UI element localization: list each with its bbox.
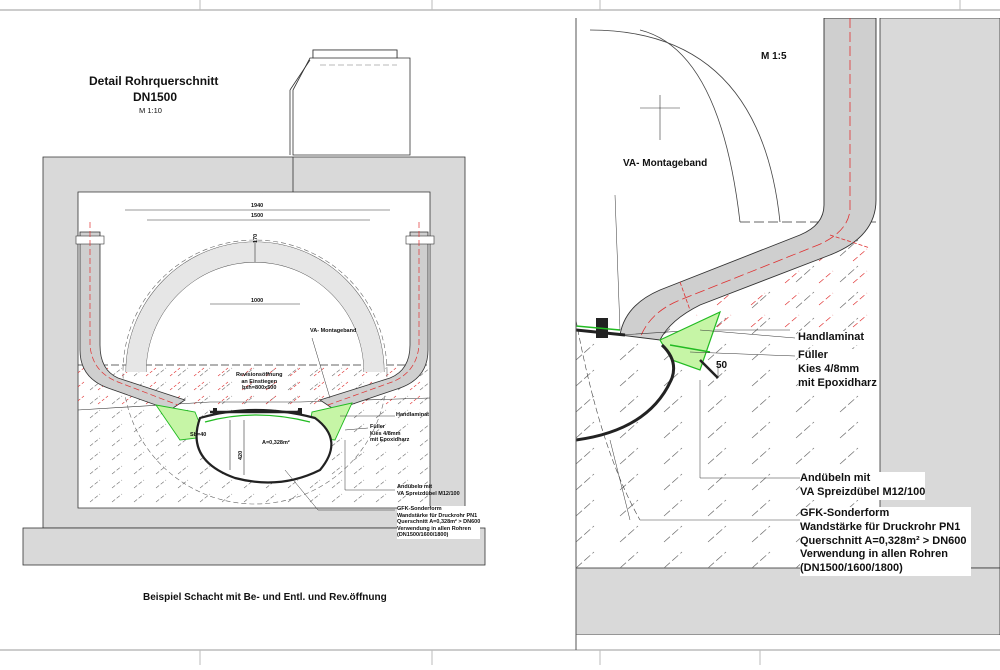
right-andubeln-1: Andübeln mit xyxy=(800,472,871,484)
right-gfk: GFK-Sonderform Wandstärke für Druckrohr … xyxy=(800,507,971,576)
right-fueller-3: mit Epoxidharz xyxy=(798,376,877,389)
label-revision: Revisionsöffnung an Einstiegen bxh=800x5… xyxy=(236,372,282,392)
right-gfk-3: Querschnitt A=0,328m² > DN600 xyxy=(800,534,967,547)
label-fueller-1: Füller xyxy=(370,424,385,430)
dim-clear-width: 1000 xyxy=(251,298,264,304)
dim-crown-height: 170 xyxy=(253,233,259,243)
label-andubeln-2: VA Spreizdübel M12/100 xyxy=(397,490,460,497)
dim-sb: Sb=40 xyxy=(190,432,207,438)
label-revision-2: an Einstiegen xyxy=(241,378,278,385)
right-fueller-2: Kies 4/8mm xyxy=(798,362,860,375)
dim-outer-width: 1940 xyxy=(251,203,264,209)
label-gfk-1: GFK-Sonderform xyxy=(397,506,442,512)
right-andubeln-2: VA Spreizdübel M12/100 xyxy=(800,485,926,498)
label-andubeln: Andübeln mit VA Spreizdübel M12/100 xyxy=(397,484,460,497)
label-gfk-4: Verwendung in allen Rohren xyxy=(397,525,471,532)
right-gfk-4: Verwendung in allen Rohren xyxy=(800,548,948,561)
label-revision-3: bxh=800x500 xyxy=(242,385,277,392)
right-dim-50: 50 xyxy=(716,360,728,371)
label-andubeln-1: Andübeln mit xyxy=(397,484,433,490)
right-gfk-1: GFK-Sonderform xyxy=(800,507,890,519)
right-detail xyxy=(576,18,1000,635)
label-fueller-3: mit Epoxidharz xyxy=(370,437,410,444)
label-fueller-2: Kies 4/8mm xyxy=(370,430,401,437)
detail-title: Detail Rohrquerschnitt xyxy=(89,74,219,88)
caption: Beispiel Schacht mit Be- und Entl. und R… xyxy=(143,592,387,603)
label-revision-1: Revisionsöffnung xyxy=(236,372,283,378)
right-handlaminat: Handlaminat xyxy=(798,331,865,345)
label-fueller: Füller Kies 4/8mm mit Epoxidharz xyxy=(370,424,409,444)
label-gfk-5: (DN1500/1600/1800) xyxy=(397,532,449,539)
right-fueller: Füller Kies 4/8mm mit Epoxidharz xyxy=(798,349,877,391)
right-gfk-2: Wandstärke für Druckrohr PN1 xyxy=(800,520,961,533)
label-handlaminat: Handlaminat xyxy=(396,412,430,418)
detail-scale: M 1:10 xyxy=(139,106,162,115)
dim-inner-width: 1500 xyxy=(251,213,264,219)
right-fueller-1: Füller xyxy=(798,349,828,361)
right-scale: M 1:5 xyxy=(761,51,787,62)
right-andubeln: Andübeln mit VA Spreizdübel M12/100 xyxy=(800,472,926,500)
label-montageband: VA- Montageband xyxy=(310,328,357,334)
label-area: A=0,328m² xyxy=(262,440,290,446)
dim-height-420: 420 xyxy=(238,450,244,460)
label-gfk-3: Querschnitt A=0,328m² > DN600 xyxy=(397,519,481,526)
left-shaft-structure xyxy=(22,49,486,566)
right-gfk-5: (DN1500/1600/1800) xyxy=(800,562,903,574)
detail-subtitle: DN1500 xyxy=(133,90,178,104)
label-gfk-2: Wandstärke für Druckrohr PN1 xyxy=(397,512,478,519)
right-montageband: VA- Montageband xyxy=(623,158,708,169)
label-gfk: GFK-Sonderform Wandstärke für Druckrohr … xyxy=(397,506,481,539)
